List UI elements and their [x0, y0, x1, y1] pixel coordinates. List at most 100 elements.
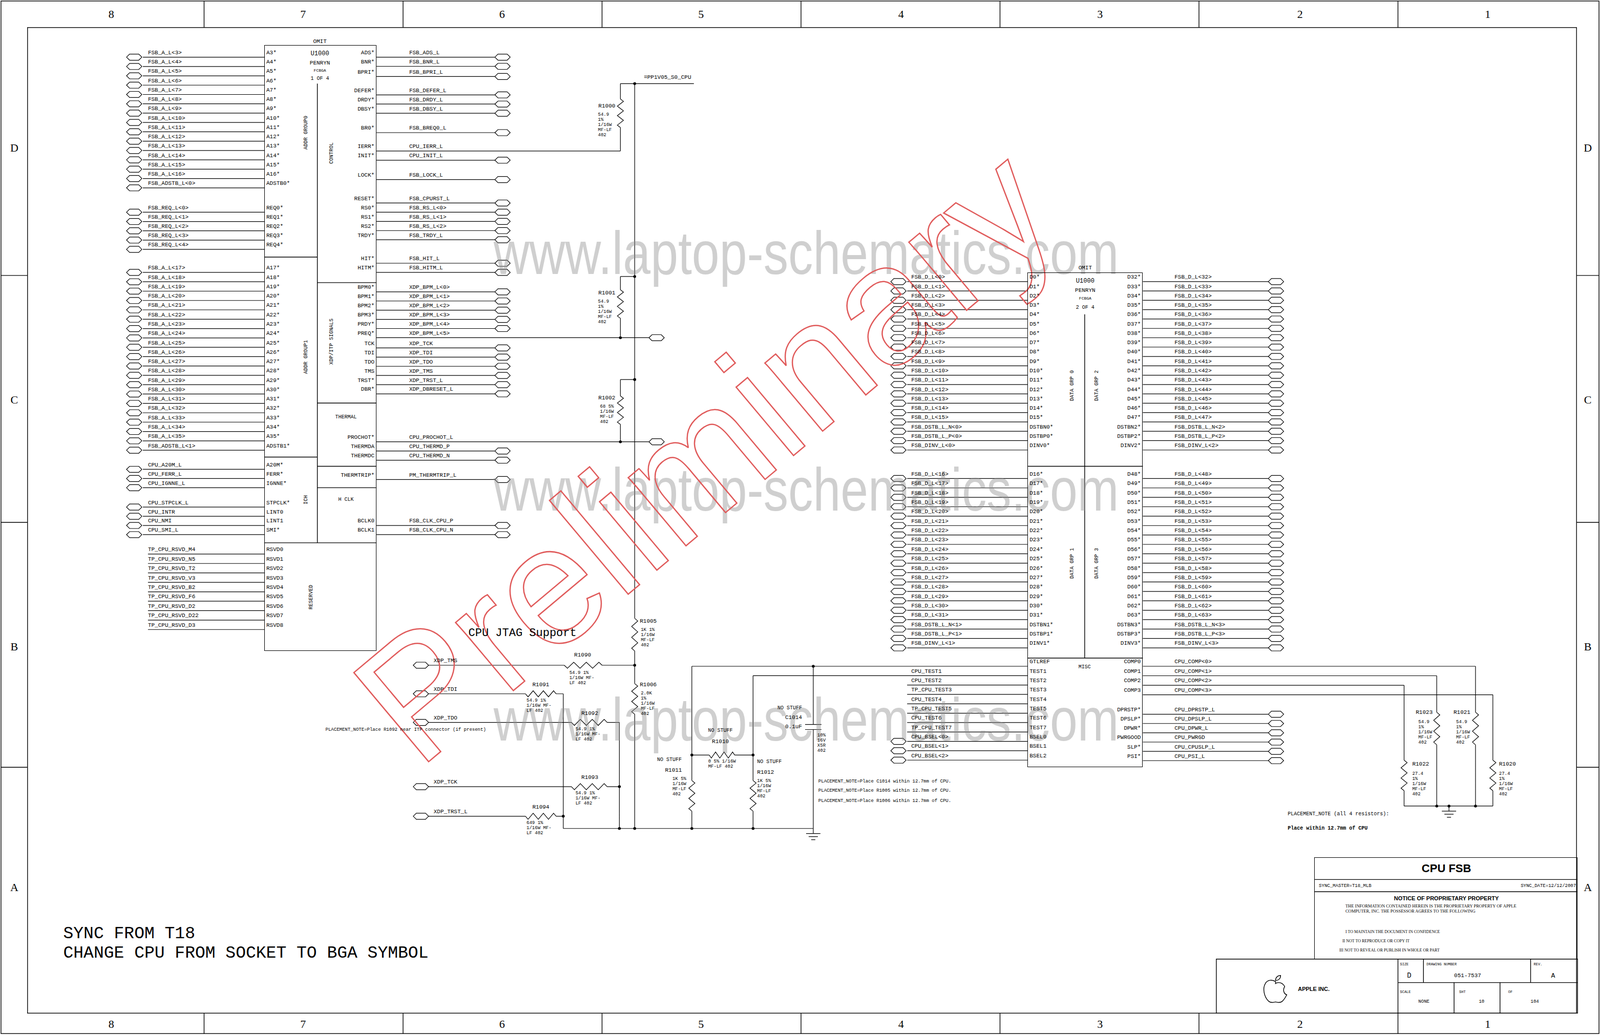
signal-name: FSB_D_L<50> — [1174, 490, 1212, 496]
group-label: DATA GRP 2 — [1094, 370, 1100, 402]
port-flag — [648, 334, 665, 341]
ref-designator: R1005 — [639, 618, 657, 625]
signal-name: FSB_D_L<20> — [911, 509, 949, 515]
port-flag — [126, 119, 142, 126]
signal-name: CPU_COMP<2> — [1174, 678, 1212, 684]
signal-name: FSB_D_L<2> — [911, 292, 945, 299]
port-flag — [890, 532, 907, 539]
component-value: 1K 5% 1/16W MF-LF 402 — [672, 776, 687, 797]
signal-name: CPU_IGNNE_L — [148, 480, 186, 487]
port-flag — [126, 81, 142, 89]
port-flag — [1268, 513, 1284, 520]
signal-name: FSB_D_L<34> — [1174, 292, 1212, 299]
junction-dot — [1474, 804, 1478, 808]
port-flag — [1268, 644, 1284, 651]
component-value: 10% 16V X5R 402 — [817, 732, 826, 754]
signal-name: FSB_A_L<20> — [148, 293, 186, 300]
port-flag — [1268, 475, 1284, 482]
pin-name: A16* — [266, 171, 280, 177]
pin-name: TEST1 — [1029, 668, 1047, 675]
signal-name: FSB_D_L<6> — [911, 330, 945, 336]
port-flag — [1268, 739, 1284, 746]
title-block-lines — [1216, 879, 1578, 1014]
pin-name: D38* — [1127, 330, 1141, 336]
port-flag — [1268, 588, 1284, 595]
pin-name: BNR* — [361, 58, 375, 65]
port-flag — [494, 448, 511, 455]
note: NO STUFF — [657, 757, 682, 763]
signal-name: FSB_D_L<14> — [911, 405, 949, 412]
port-flag — [494, 129, 511, 136]
port-flag — [494, 307, 511, 314]
port-flag — [494, 176, 511, 183]
port-flag — [890, 541, 907, 548]
junction-dot — [690, 753, 694, 757]
pin-name: TEST3 — [1029, 687, 1047, 693]
signal-name: FSB_A_L<14> — [148, 152, 186, 159]
signal-name: TP_CPU_RSVD_M4 — [148, 546, 196, 553]
pin-name: D36* — [1127, 311, 1141, 318]
pin-name: D47* — [1127, 414, 1141, 421]
port-flag — [126, 184, 142, 192]
pin-name: D42* — [1127, 368, 1141, 374]
signal-name: TP_CPU_RSVD_D22 — [148, 613, 199, 619]
component-value: 0.1uF — [785, 723, 803, 730]
port-flag — [890, 625, 907, 633]
pin-name: ADS* — [361, 50, 375, 56]
signal-name: FSB_D_L<39> — [1174, 340, 1212, 346]
signal-name: FSB_A_L<8> — [148, 96, 182, 103]
pin-name: DSTBP3* — [1117, 631, 1141, 638]
port-flag — [890, 607, 907, 614]
signal-name: FSB_D_L<23> — [911, 537, 949, 543]
grid-label: 5 — [698, 1018, 704, 1030]
component-value: 54.9 1% 1/16W MF-LF 402 — [598, 299, 613, 325]
pin-name: D5* — [1029, 321, 1040, 327]
group-label: THERMAL — [334, 414, 357, 420]
pin-name: D50* — [1127, 490, 1141, 496]
pin-name: DPSLP* — [1120, 716, 1142, 723]
signal-name: FSB_A_L<3> — [148, 50, 182, 56]
junction-dot — [561, 814, 565, 818]
pin-name: BPM3* — [357, 312, 375, 319]
signal-name: FSB_A_L<25> — [148, 340, 186, 346]
pin-name: A7* — [266, 87, 277, 93]
signal-name: FSB_A_L<24> — [148, 330, 186, 337]
junction-dot — [751, 827, 755, 831]
grid-label: A — [1583, 881, 1592, 894]
grid-label: 2 — [1297, 1018, 1303, 1030]
pin-name: TDO — [364, 359, 375, 365]
pin-name: D2* — [1029, 292, 1040, 299]
pin-name: DINV2* — [1120, 443, 1142, 449]
signal-name: FSB_D_L<48> — [1174, 471, 1212, 477]
pin-name: D9* — [1029, 358, 1040, 365]
junction-dot — [633, 827, 637, 831]
title-block-text: THE INFORMATION CONTAINED HEREIN IS THE … — [1345, 903, 1541, 914]
pin-name: DRDY* — [357, 96, 375, 103]
pin-name: THERMDA — [350, 444, 375, 450]
pin-name: D60* — [1127, 584, 1141, 591]
net-label: XDP_TRST_L — [433, 808, 468, 815]
pin-name: A34* — [266, 424, 280, 430]
signal-name: FSB_D_L<62> — [1174, 603, 1212, 609]
signal-name: FSB_ADS_L — [409, 50, 440, 56]
ref-designator: R1022 — [1412, 761, 1429, 768]
signal-name: FSB_A_L<16> — [148, 171, 186, 177]
component-value: 649 1% 1/16W MF-LF 402 — [526, 820, 556, 836]
grid-label: 5 — [698, 8, 704, 20]
pin-name: ADSTB1* — [266, 443, 290, 449]
port-flag — [890, 635, 907, 642]
port-flag — [494, 54, 511, 61]
note: PLACEMENT_NOTE (all 4 resistors): — [1287, 811, 1389, 817]
port-flag — [126, 147, 142, 154]
grid-label: 3 — [1097, 1018, 1103, 1030]
port-flag — [126, 316, 142, 323]
port-flag — [890, 569, 907, 576]
title-block-text: SCALE — [1400, 990, 1412, 994]
port-flag — [890, 522, 907, 529]
signal-name: FSB_A_L<5> — [148, 68, 182, 75]
signal-name: FSB_D_L<22> — [911, 528, 949, 534]
port-flag — [1268, 409, 1284, 416]
pin-name: COMP2 — [1123, 678, 1141, 684]
port-flag — [1268, 522, 1284, 529]
